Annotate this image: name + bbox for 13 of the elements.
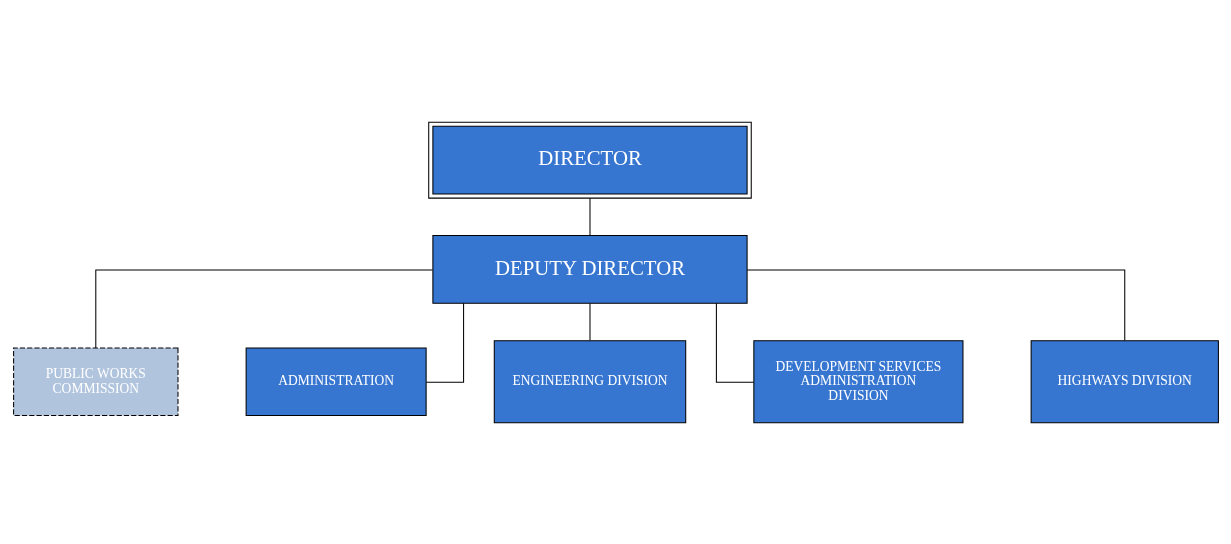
connector — [588, 302, 590, 341]
connector — [715, 302, 754, 383]
node-box: HIGHWAYS DIVISION — [1030, 339, 1219, 423]
node-box: DEVELOPMENT SERVICES ADMINISTRATION DIVISION — [752, 339, 963, 423]
node-box: PUBLIC WORKS COMMISSION — [12, 346, 178, 416]
node-box: ADMINISTRATION — [245, 346, 427, 416]
node-box: DIRECTOR — [427, 121, 752, 199]
node-box: DEPUTY DIRECTOR — [431, 234, 748, 304]
connector — [425, 302, 464, 383]
connector — [94, 268, 433, 348]
connector — [588, 197, 590, 236]
node-box: ENGINEERING DIVISION — [493, 339, 686, 423]
connector — [746, 268, 1125, 341]
